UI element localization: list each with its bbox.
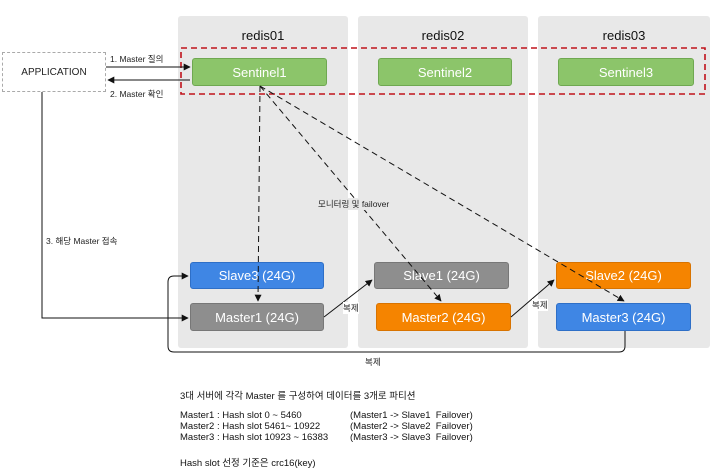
notes-line-3-right: (Master3 -> Slave3 Failover) xyxy=(350,432,473,443)
notes-line-1-right: (Master1 -> Slave1 Failover) xyxy=(350,410,473,421)
sentinel-group-border xyxy=(180,47,706,95)
slave2-node: Slave2 (24G) xyxy=(556,262,691,289)
application-box: APPLICATION xyxy=(2,52,106,92)
notes-line-2-left: Master2 : Hash slot 5461~ 10922 xyxy=(180,421,321,432)
replica-arrow-m1-s1 xyxy=(323,279,373,318)
replica-arrow-m2-s2 xyxy=(510,279,555,318)
notes-footer: Hash slot 선정 기준은 crc16(key) xyxy=(180,458,316,469)
label-replication-1: 복제 xyxy=(343,302,359,314)
label-master-confirm: 2. Master 확인 xyxy=(110,89,164,99)
notes-title: 3대 서버에 각각 Master 를 구성하여 데이터를 3개로 파티션 xyxy=(180,391,416,402)
server-name: redis01 xyxy=(241,28,285,43)
server-name: redis02 xyxy=(421,28,465,43)
arrow-connect-master xyxy=(41,92,189,322)
sentinel-1: Sentinel1 xyxy=(192,58,327,86)
slave3-node: Slave3 (24G) xyxy=(190,262,324,289)
master3-node: Master3 (24G) xyxy=(556,303,691,331)
monitor-line-master1 xyxy=(254,85,262,302)
label-replication-3: 복제 xyxy=(365,357,381,367)
monitor-line-master2 xyxy=(259,85,442,302)
replica-arrow-m3-s3 xyxy=(167,272,626,353)
master1-node: Master1 (24G) xyxy=(190,303,324,331)
label-monitoring: 모니터링 및 failover xyxy=(318,198,390,210)
notes-line-2-right: (Master2 -> Slave2 Failover) xyxy=(350,421,473,432)
notes-line-1-left: Master1 : Hash slot 0 ~ 5460 xyxy=(180,410,302,421)
label-connect-master: 3. 해당 Master 접속 xyxy=(46,236,118,246)
master2-node: Master2 (24G) xyxy=(376,303,511,331)
monitor-line-master3 xyxy=(259,85,625,302)
server-name: redis03 xyxy=(602,28,646,43)
sentinel-2: Sentinel2 xyxy=(378,58,512,86)
label-replication-2: 복제 xyxy=(532,299,548,311)
sentinel-3: Sentinel3 xyxy=(558,58,694,86)
label-master-query: 1. Master 질의 xyxy=(110,54,164,64)
notes-line-3-left: Master3 : Hash slot 10923 ~ 16383 xyxy=(180,432,329,443)
